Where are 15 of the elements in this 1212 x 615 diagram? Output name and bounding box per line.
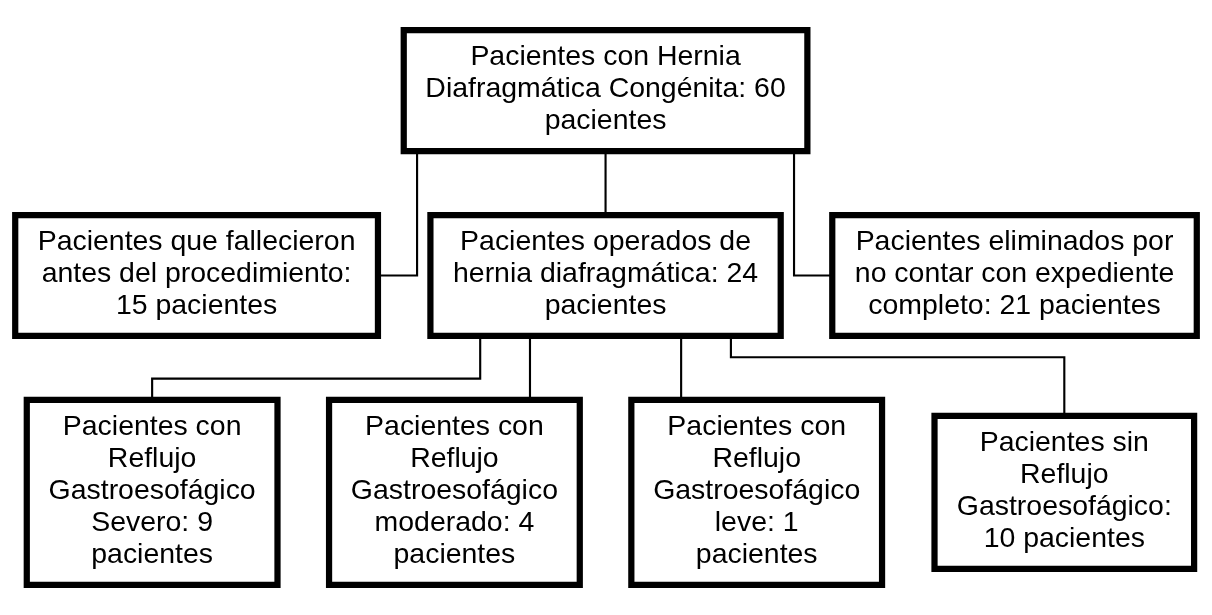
connector [729, 336, 1066, 416]
connector [151, 336, 482, 400]
node-box: Pacientes con Reflujo Gastroesofágico Severo: 9 pacientes [23, 396, 281, 588]
connector [378, 151, 419, 277]
connector [792, 151, 832, 277]
connector [528, 336, 532, 400]
node-box: Pacientes eliminados por no contar con expediente completo: 21 pacientes [829, 211, 1200, 340]
node-box: Pacientes que fallecieron antes del procedimiento: 15 pacientes [12, 211, 382, 340]
connector [680, 336, 683, 400]
node-box: Pacientes con Reflujo Gastroesofágico leve: 1 pacientes [628, 396, 886, 588]
node-box: Pacientes con Reflujo Gastroesofágico moderado: 4 pacientes [325, 396, 583, 588]
node-box: Pacientes con Hernia Diafragmática Congénita: 60 pacientes [400, 27, 811, 155]
connector [604, 151, 607, 215]
node-box: Pacientes operados de hernia diafragmática: 24 pacientes [427, 211, 784, 340]
node-box: Pacientes sin Reflujo Gastroesofágico: 10 pacientes [931, 412, 1198, 572]
